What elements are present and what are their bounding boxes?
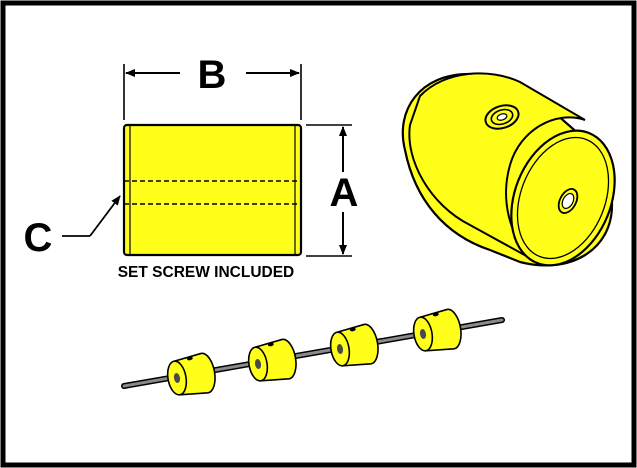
dimension-a: A — [306, 124, 359, 257]
dimension-a-label: A — [330, 171, 359, 215]
front-view-collar — [122, 123, 303, 257]
set-screw-caption: SET SCREW INCLUDED — [118, 264, 295, 281]
dimension-b: B — [123, 53, 302, 120]
set-screw-hole — [484, 104, 520, 130]
dimension-c-label: C — [24, 216, 53, 260]
isometric-collar — [401, 72, 616, 267]
collar-body — [122, 123, 303, 257]
dimension-b-label: B — [198, 53, 227, 97]
shaft-assembly — [121, 306, 505, 401]
dimension-c: C — [24, 195, 121, 260]
